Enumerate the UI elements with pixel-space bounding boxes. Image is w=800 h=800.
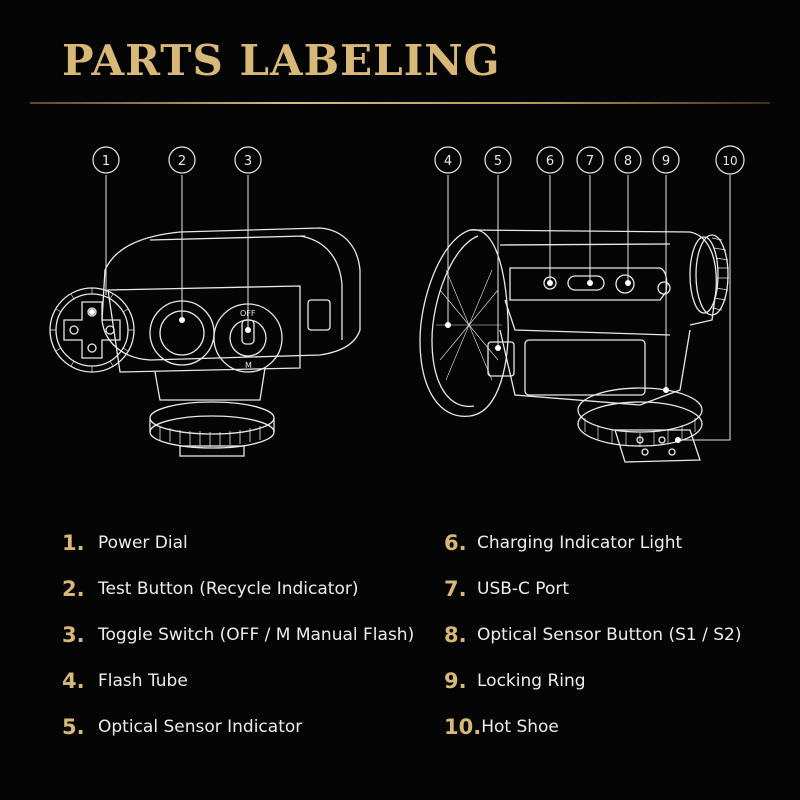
callout-3: 3 bbox=[234, 146, 262, 174]
svg-text:1: 1 bbox=[102, 154, 110, 169]
callout-2: 2 bbox=[168, 146, 196, 174]
legend-number: 6. bbox=[444, 531, 467, 555]
legend-column-right: 6.Charging Indicator Light 7.USB-C Port … bbox=[444, 520, 742, 750]
legend-column-left: 1. Power Dial 2. Test Button (Recycle Indi… bbox=[62, 520, 414, 750]
legend-number: 10. bbox=[444, 715, 482, 739]
front-view-device bbox=[49, 227, 361, 457]
legend-item: 3. Toggle Switch (OFF / M Manual Flash) bbox=[62, 612, 414, 658]
callout-9: 9 bbox=[652, 146, 680, 174]
svg-text:4: 4 bbox=[444, 154, 452, 169]
legend-item: 1. Power Dial bbox=[62, 520, 414, 566]
legend-item: 4. Flash Tube bbox=[62, 658, 414, 704]
legend-label: Locking Ring bbox=[477, 671, 586, 691]
svg-text:3: 3 bbox=[244, 154, 252, 169]
callout-8: 8 bbox=[614, 146, 642, 174]
page-title: PARTS LABELING bbox=[62, 36, 501, 85]
side-view-device bbox=[419, 229, 729, 463]
legend-label: Hot Shoe bbox=[481, 717, 559, 737]
parts-diagram: OFF M 1 2 3 4 5 6 7 8 9 10 bbox=[49, 145, 745, 463]
legend-label: Optical Sensor Button (S1 / S2) bbox=[477, 625, 742, 645]
callout-4: 4 bbox=[434, 146, 462, 174]
legend-label: Test Button (Recycle Indicator) bbox=[98, 579, 359, 599]
svg-text:5: 5 bbox=[494, 154, 502, 169]
legend-number: 2. bbox=[62, 577, 85, 601]
legend-item: 9. Locking Ring bbox=[444, 658, 742, 704]
svg-text:2: 2 bbox=[178, 154, 186, 169]
legend-item: 10.Hot Shoe bbox=[444, 704, 742, 750]
callout-6: 6 bbox=[536, 146, 564, 174]
legend-item: 6. Charging Indicator Light bbox=[444, 520, 742, 566]
legend-number: 9. bbox=[444, 669, 467, 693]
callout-1: 1 bbox=[92, 146, 120, 174]
parts-legend: 1. Power Dial 2. Test Button (Recycle Indi… bbox=[0, 520, 800, 780]
switch-m-label: M bbox=[245, 361, 252, 370]
legend-label: USB-C Port bbox=[477, 579, 570, 599]
callout-7: 7 bbox=[576, 146, 604, 174]
callout-5: 5 bbox=[484, 146, 512, 174]
svg-text:10: 10 bbox=[722, 154, 737, 168]
legend-label: Flash Tube bbox=[98, 671, 188, 691]
svg-text:9: 9 bbox=[662, 154, 670, 169]
header: PARTS LABELING bbox=[0, 0, 800, 106]
title-divider bbox=[30, 102, 770, 104]
legend-item: 5. Optical Sensor Indicator bbox=[62, 704, 414, 750]
legend-item: 8. Optical Sensor Button (S1 / S2) bbox=[444, 612, 742, 658]
legend-label: Charging Indicator Light bbox=[477, 533, 683, 553]
legend-item: 2. Test Button (Recycle Indicator) bbox=[62, 566, 414, 612]
svg-text:8: 8 bbox=[624, 154, 632, 169]
legend-label: Toggle Switch (OFF / M Manual Flash) bbox=[98, 625, 415, 645]
legend-number: 8. bbox=[444, 623, 467, 647]
legend-number: 5. bbox=[62, 715, 85, 739]
svg-text:7: 7 bbox=[586, 154, 594, 169]
callout-10: 10 bbox=[715, 145, 745, 175]
legend-number: 3. bbox=[62, 623, 85, 647]
leader-lines bbox=[105, 175, 731, 441]
legend-number: 1. bbox=[62, 531, 85, 555]
legend-label: Optical Sensor Indicator bbox=[98, 717, 303, 737]
legend-label: Power Dial bbox=[98, 533, 188, 553]
legend-number: 4. bbox=[62, 669, 85, 693]
legend-item: 7. USB-C Port bbox=[444, 566, 742, 612]
legend-number: 7. bbox=[444, 577, 467, 601]
switch-off-label: OFF bbox=[240, 309, 256, 318]
svg-text:6: 6 bbox=[546, 154, 554, 169]
